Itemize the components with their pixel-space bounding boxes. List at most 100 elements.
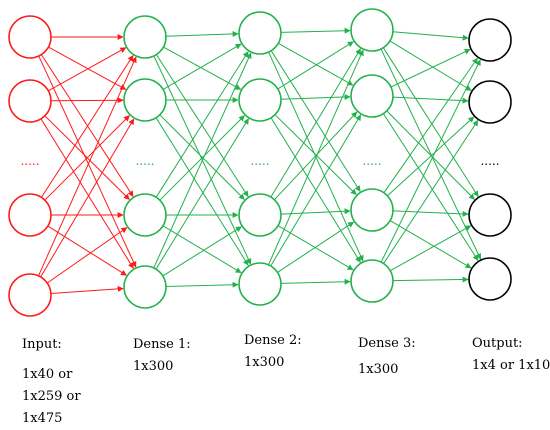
layer-size-line: 1x259 or: [22, 389, 81, 404]
connection-arrow: [389, 40, 472, 91]
connection-arrow: [392, 31, 469, 41]
layer-size-line: 1x300: [244, 355, 285, 370]
connection-arrow: [392, 96, 469, 104]
connection-arrow: [280, 278, 351, 285]
neuron-dense2: [238, 78, 282, 122]
connection-arrow: [270, 50, 361, 192]
connection-arrow: [383, 119, 479, 264]
neuron-output: [468, 193, 512, 237]
neuron-input: [8, 15, 52, 59]
neuron-input: [8, 193, 52, 237]
connection-arrow: [162, 226, 242, 277]
layer-title: Dense 2:: [244, 333, 302, 348]
connection-arrow: [155, 54, 249, 198]
connection-arrow: [392, 276, 469, 283]
connection-arrow: [165, 281, 239, 288]
ellipses: .........................: [20, 154, 499, 168]
connection-arrow: [153, 52, 252, 269]
connection-arrow: [277, 41, 354, 90]
layer-size-line: 1x4 or 1x10: [472, 358, 550, 373]
neuron-dense3: [350, 259, 394, 303]
connection-arrow: [155, 117, 249, 266]
neuron-dense2: [238, 11, 282, 55]
connection-arrow: [386, 110, 475, 200]
neuron-input: [8, 79, 52, 123]
neuron-input: [8, 273, 52, 317]
connection-arrow: [389, 220, 472, 269]
connection-arrow: [155, 51, 249, 198]
connection-arrow: [165, 30, 239, 37]
connection-arrow: [280, 208, 351, 215]
layer-size-line: 1x475: [22, 411, 63, 426]
connection-arrow: [38, 55, 137, 268]
neuron-dense3: [350, 74, 394, 118]
layer-title: Input:: [22, 337, 62, 352]
connection-arrow: [387, 116, 475, 197]
label-dense3: Dense 3: 1x300: [358, 333, 416, 381]
neuron-dense1: [123, 265, 167, 309]
connection-arrow: [155, 118, 249, 270]
layer-title: Output:: [472, 336, 523, 351]
layer-size-line: 1x40 or: [22, 367, 73, 382]
neuron-output: [468, 18, 512, 62]
connection-arrow: [270, 48, 362, 198]
connection-arrow: [390, 225, 472, 272]
label-dense1: Dense 1: 1x300: [133, 334, 191, 378]
connection-arrow: [380, 59, 481, 263]
connection-arrow: [383, 57, 478, 193]
connection-arrow: [44, 115, 130, 201]
neuron-dense1: [123, 15, 167, 59]
connection-arrow: [40, 118, 135, 278]
connection-arrow: [382, 113, 479, 262]
ellipsis-dense1: .....: [135, 154, 154, 168]
connection-arrow: [162, 43, 242, 90]
connection-arrow: [280, 27, 351, 34]
connection-arrow: [48, 47, 127, 92]
connection-arrow: [162, 225, 242, 274]
connection-arrow: [163, 46, 242, 90]
ellipsis-input: .....: [20, 154, 39, 168]
connection-arrow: [47, 225, 127, 276]
connection-arrow: [382, 47, 479, 198]
neuron-output: [468, 257, 512, 301]
connection-arrow: [274, 114, 357, 196]
neuron-dense3: [350, 8, 394, 52]
layer-size-line: 1x300: [358, 362, 399, 377]
connections: [38, 27, 482, 294]
neuron-dense3: [350, 188, 394, 232]
connection-arrow: [40, 118, 134, 269]
connection-arrow: [159, 115, 245, 201]
connection-arrow: [274, 111, 358, 201]
neuron-dense2: [238, 193, 282, 237]
neuron-dense1: [123, 78, 167, 122]
connection-arrow: [277, 221, 355, 273]
neurons: [8, 8, 512, 317]
connection-arrow: [50, 285, 124, 294]
connection-arrow: [48, 46, 127, 90]
connection-arrow: [159, 114, 245, 200]
ellipsis-dense3: .....: [362, 154, 381, 168]
neuron-dense1: [123, 193, 167, 237]
layer-title: Dense 1:: [133, 337, 191, 352]
connection-arrow: [392, 210, 469, 217]
neuron-output: [468, 80, 512, 124]
connection-arrow: [50, 97, 124, 104]
ellipsis-output: .....: [480, 154, 499, 168]
layer-size-line: 1x300: [133, 359, 174, 374]
connection-arrow: [268, 49, 364, 266]
connection-arrow: [38, 56, 137, 277]
connection-arrow: [270, 114, 362, 267]
label-output: Output: 1x4 or 1x10: [472, 333, 550, 377]
label-dense2: Dense 2: 1x300: [244, 330, 302, 374]
connection-arrow: [280, 93, 351, 100]
label-input: Input: 1x40 or 1x259 or 1x475: [22, 334, 81, 430]
connection-arrow: [46, 227, 128, 284]
layer-title: Dense 3:: [358, 336, 416, 351]
connection-arrow: [390, 48, 471, 88]
connection-arrow: [278, 42, 354, 86]
connection-arrow: [380, 48, 482, 260]
neuron-dense2: [238, 262, 282, 306]
ellipsis-dense2: .....: [250, 154, 269, 168]
connection-arrow: [40, 54, 134, 198]
